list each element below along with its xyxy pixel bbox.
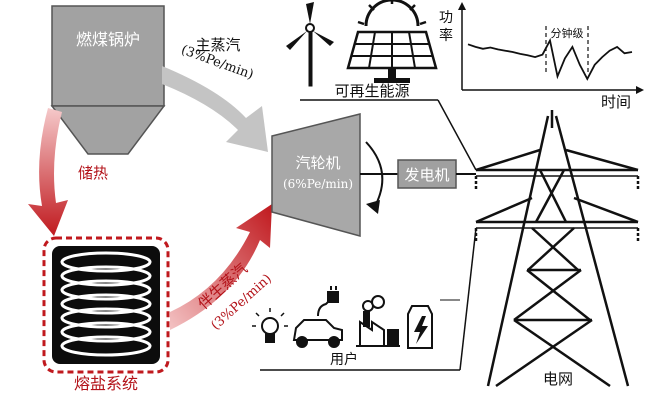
users-to-grid-line (459, 227, 477, 371)
chart-y-arrow (458, 2, 466, 10)
wind-turbine-icon (286, 2, 334, 87)
chart-xlabel: 时间 (601, 93, 631, 111)
grid-label: 电网 (543, 370, 573, 388)
turbine-rate: (6%Pe/min) (283, 177, 353, 191)
solar-panel-icon (346, 0, 438, 83)
coal-boiler: 燃煤锅炉 (50, 5, 166, 155)
generator-label: 发电机 (404, 166, 449, 184)
power-chart: 功 率 时间 分钟级 (439, 2, 644, 111)
main-steam-label: 主蒸汽 (195, 36, 240, 54)
turbine-label: 汽轮机 (295, 154, 340, 172)
battery-icon (407, 305, 433, 349)
main-steam-arrow (162, 66, 268, 152)
transmission-tower-icon (474, 110, 640, 388)
renewable-to-grid-line (437, 99, 477, 171)
heat-storage-label: 储热 (78, 164, 108, 182)
heat-storage-arrow (28, 108, 68, 236)
power-series-line (467, 37, 633, 81)
generator: 发电机 (397, 159, 457, 189)
chart-x-arrow (636, 86, 644, 94)
steam-turbine: 汽轮机 (6%Pe/min) (271, 113, 361, 237)
chart-ylabel-1: 功 (439, 10, 453, 26)
chart-annotation: 分钟级 (551, 26, 584, 40)
factory-icon (356, 295, 400, 347)
molten-salt-label: 熔盐系统 (74, 374, 138, 393)
electric-car-icon (292, 286, 343, 348)
boiler-label: 燃煤锅炉 (76, 30, 140, 49)
companion-steam-arrow (170, 204, 272, 330)
light-bulb-icon (252, 308, 288, 343)
rotation-arrowhead (366, 200, 380, 214)
users-label: 用户 (330, 351, 358, 368)
molten-salt-tank: 熔盐系统 (42, 236, 170, 393)
chart-ylabel-2: 率 (439, 27, 453, 44)
renewable-label: 可再生能源 (334, 82, 409, 100)
